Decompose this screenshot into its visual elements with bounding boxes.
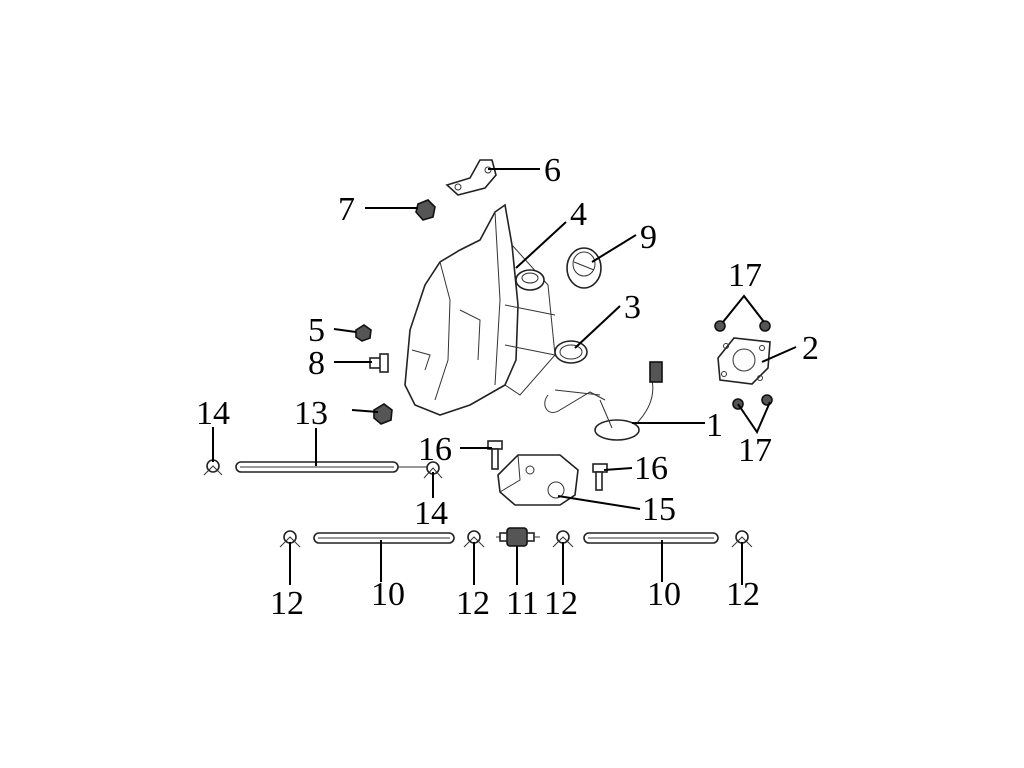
callout-12-d: 12 — [726, 576, 760, 613]
leader-3 — [574, 305, 621, 349]
callout-14-left: 14 — [196, 395, 230, 432]
callout-6: 6 — [544, 152, 561, 189]
bolt-part-16a — [487, 440, 503, 470]
callout-16-right: 16 — [634, 450, 668, 487]
canister-part — [497, 454, 579, 506]
callout-5: 5 — [308, 312, 325, 349]
hose-part-13 — [235, 461, 428, 473]
callout-13: 13 — [294, 395, 328, 432]
leader-4 — [515, 221, 567, 269]
clamp-part-14a — [203, 459, 223, 476]
callout-numbers: 6 7 4 9 3 5 8 1 2 17 17 16 16 15 13 14 1… — [196, 152, 819, 622]
bracket-part — [445, 159, 497, 196]
gasket-ring-part — [554, 340, 588, 364]
leader-17a — [722, 294, 765, 323]
callout-10-right: 10 — [647, 576, 681, 613]
mounting-plate-part — [717, 337, 771, 385]
bolt-part-16b — [592, 463, 608, 491]
callout-12-b: 12 — [456, 585, 490, 622]
callout-3: 3 — [624, 289, 641, 326]
callout-17-top: 17 — [728, 257, 762, 294]
nut-part-7 — [415, 199, 436, 221]
fuel-sender-part — [544, 361, 663, 441]
callout-9: 9 — [640, 219, 657, 256]
inline-filter-part — [496, 527, 540, 547]
leader-15 — [557, 495, 641, 510]
bolt-part-8 — [369, 353, 389, 373]
callout-12-a: 12 — [270, 585, 304, 622]
callout-12-c: 12 — [544, 585, 578, 622]
callout-10-left: 10 — [371, 576, 405, 613]
leader-nut — [351, 409, 379, 413]
leader-9 — [591, 234, 637, 263]
leader-5 — [333, 328, 357, 333]
callout-7: 7 — [338, 191, 355, 228]
callout-8: 8 — [308, 345, 325, 382]
callout-14-right: 14 — [414, 495, 448, 532]
nut-part-lower — [373, 403, 393, 425]
nut-part-5 — [355, 324, 372, 342]
hose-part-10a — [313, 532, 455, 544]
leader-2 — [761, 346, 797, 363]
hose-part-10b — [583, 532, 719, 544]
callout-2: 2 — [802, 330, 819, 367]
fuel-tank-part — [404, 203, 556, 416]
callout-17-bottom: 17 — [738, 432, 772, 469]
callout-11: 11 — [506, 585, 539, 622]
leader-lines — [212, 168, 797, 585]
fuel-cap-part — [566, 247, 602, 289]
leader-16b — [603, 467, 633, 471]
callout-1: 1 — [706, 407, 723, 444]
callout-4: 4 — [570, 196, 587, 233]
leader-17b — [737, 401, 771, 435]
callout-16-left: 16 — [418, 431, 452, 468]
callout-15: 15 — [642, 491, 676, 528]
